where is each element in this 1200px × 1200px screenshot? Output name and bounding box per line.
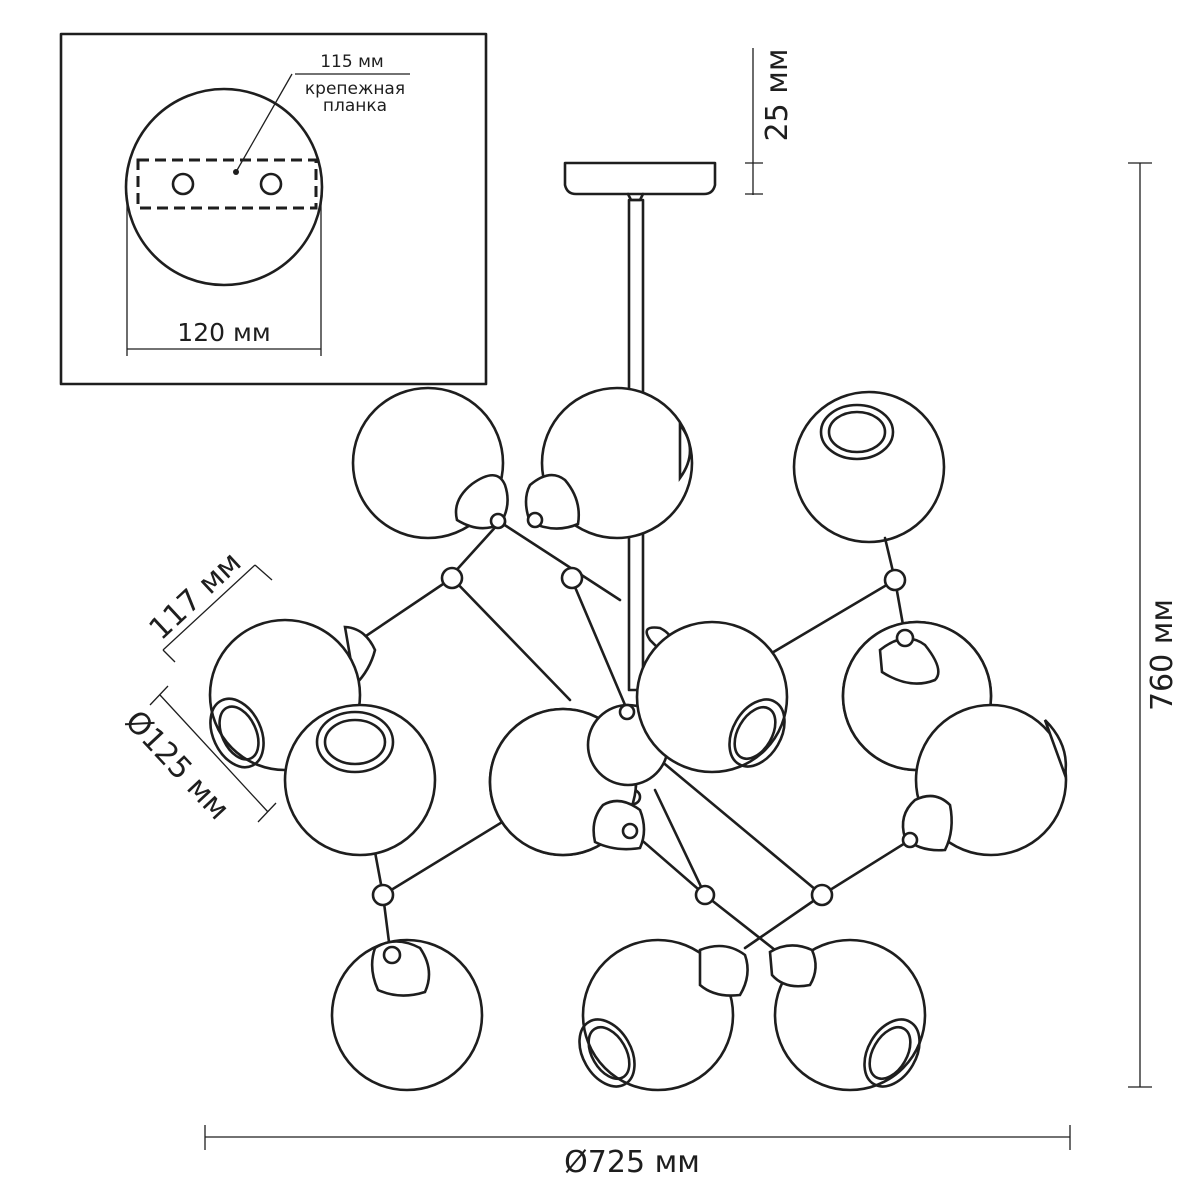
canopy-diameter-label: 120 мм xyxy=(177,318,270,347)
total-diameter-label: Ø725 мм xyxy=(564,1145,700,1180)
globe-opening xyxy=(819,403,895,461)
screw-hole-right xyxy=(259,172,283,196)
upper-sockets xyxy=(454,473,580,530)
plate-width-label: 115 мм xyxy=(320,52,384,72)
globe-socket xyxy=(370,940,431,997)
arm-joint xyxy=(810,883,834,907)
canopy-circle xyxy=(124,87,324,287)
globes-back xyxy=(351,386,993,857)
globe xyxy=(540,386,694,540)
arm-length-label: 117 мм xyxy=(143,545,249,647)
globe-socket xyxy=(698,944,749,997)
globe-opening-inner xyxy=(733,706,777,760)
globe-opening xyxy=(315,710,395,774)
arm-joint xyxy=(694,884,716,906)
arm-joint xyxy=(560,566,584,590)
globe-opening-inner xyxy=(218,705,260,761)
total-height-label: 760 мм xyxy=(1145,599,1180,711)
globe-opening xyxy=(578,1018,636,1088)
globe-opening xyxy=(863,1018,921,1088)
globe-opening-inner xyxy=(587,1026,631,1080)
globe-opening xyxy=(209,697,265,769)
globe-opening-inner xyxy=(827,410,887,454)
arm-joint xyxy=(371,883,395,907)
inset-frame xyxy=(59,32,488,386)
globe xyxy=(283,703,437,857)
globe xyxy=(792,390,946,544)
globe-socket xyxy=(1043,719,1068,781)
mounting-plate-dashed xyxy=(136,158,318,210)
globe-opening-inner xyxy=(323,718,387,766)
screw-hole-left xyxy=(171,172,195,196)
hub-top-joint xyxy=(618,703,636,721)
globe xyxy=(635,620,789,774)
globe-socket xyxy=(592,799,646,851)
mounting-plate-inset: 115 мм крепежная планка 120 мм xyxy=(59,32,488,386)
plate-leader-line xyxy=(235,73,293,173)
plate-name-label-1: крепежная xyxy=(305,79,405,99)
globes-front xyxy=(283,620,789,857)
globes-lower xyxy=(330,938,927,1092)
globe-opening-inner xyxy=(868,1026,912,1080)
globes-middle xyxy=(208,618,1068,857)
plate-name-label-2: планка xyxy=(323,96,387,116)
globe xyxy=(914,703,1068,857)
globe xyxy=(581,938,735,1092)
globe-socket xyxy=(678,421,692,483)
canopy-height-label: 25 мм xyxy=(760,49,795,142)
globe-opening xyxy=(728,698,786,768)
arm-joint xyxy=(883,568,907,592)
arm-joint xyxy=(440,566,464,590)
globe-socket xyxy=(768,944,817,988)
globe xyxy=(330,938,484,1092)
